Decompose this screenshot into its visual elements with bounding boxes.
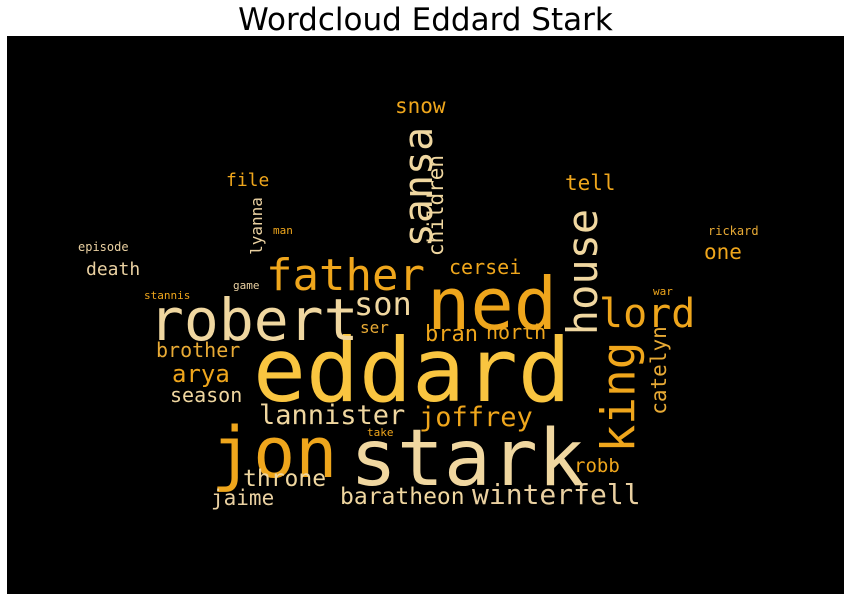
word-baratheon: baratheon bbox=[340, 484, 465, 510]
word-son: son bbox=[354, 285, 412, 323]
chart-title: Wordcloud Eddard Stark bbox=[238, 2, 613, 38]
word-father: father bbox=[266, 250, 425, 301]
word-house: house bbox=[558, 208, 608, 336]
word-arya: arya bbox=[172, 360, 230, 388]
word-man: man bbox=[273, 224, 293, 237]
word-winterfell: winterfell bbox=[472, 478, 641, 511]
word-brother: brother bbox=[156, 338, 241, 362]
word-catelyn: catelyn bbox=[646, 326, 671, 415]
word-lyanna: lyanna bbox=[246, 197, 266, 255]
word-war: war bbox=[653, 285, 673, 298]
word-king: king bbox=[591, 341, 646, 453]
word-episode: episode bbox=[78, 240, 129, 254]
word-game: game bbox=[233, 279, 260, 292]
word-rickard: rickard bbox=[708, 224, 759, 238]
word-joffrey: joffrey bbox=[419, 402, 533, 433]
word-ser: ser bbox=[360, 318, 389, 337]
word-eddard: eddard bbox=[253, 319, 571, 422]
word-lord: lord bbox=[599, 291, 696, 337]
word-cersei: cersei bbox=[449, 255, 522, 279]
word-jaime: jaime bbox=[211, 486, 275, 510]
word-throne: throne bbox=[243, 466, 327, 492]
word-death: death bbox=[86, 259, 141, 280]
word-stannis: stannis bbox=[144, 289, 191, 302]
word-robert: robert bbox=[149, 286, 359, 354]
word-season: season bbox=[170, 383, 243, 407]
word-tell: tell bbox=[565, 171, 616, 195]
word-lannister: lannister bbox=[259, 400, 406, 431]
word-one: one bbox=[704, 240, 742, 264]
word-children: children bbox=[424, 154, 449, 257]
word-bran: bran bbox=[425, 322, 478, 347]
word-take: take bbox=[367, 426, 394, 439]
word-file: file bbox=[226, 170, 270, 191]
word-jon: jon bbox=[211, 412, 338, 494]
word-snow: snow bbox=[395, 94, 446, 118]
word-north: north bbox=[486, 320, 547, 344]
word-robb: robb bbox=[574, 455, 620, 477]
wordcloud-canvas: eddard ned stark jon robert father sansa… bbox=[7, 36, 844, 594]
word-ned: ned bbox=[427, 262, 558, 346]
word-stark: stark bbox=[350, 414, 585, 504]
